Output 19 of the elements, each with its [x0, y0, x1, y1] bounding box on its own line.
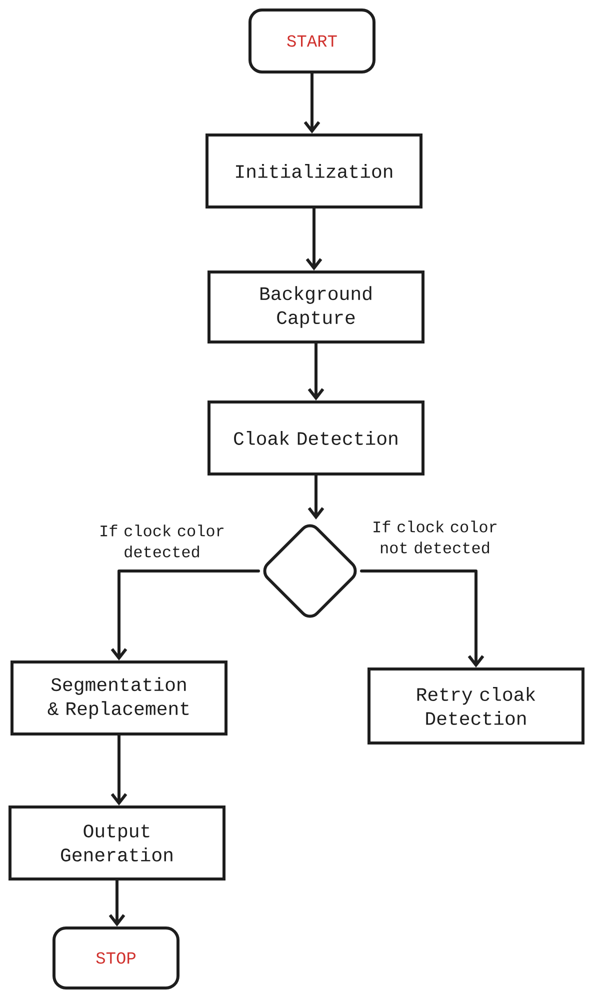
arrow: [306, 207, 322, 270]
process-box: Output Generation: [8, 806, 226, 880]
arrow: [110, 734, 128, 806]
terminal-box: STOP: [52, 926, 180, 990]
process-box: Background Capture: [208, 270, 424, 344]
arrow: [304, 72, 320, 134]
arrow: [308, 342, 324, 400]
process-box: Cloak Detection: [208, 400, 424, 476]
terminal-box: START: [248, 8, 376, 74]
process-box: Initialization: [206, 134, 422, 208]
arrow: [308, 474, 324, 520]
decision-diamond: [263, 524, 357, 618]
edge-label: If clock color not detected: [359, 520, 511, 554]
process-box: Retry cloak Detection: [368, 668, 584, 744]
edge-label: If clock color detected: [86, 524, 238, 558]
arrow: [108, 879, 126, 926]
arrow: [110, 570, 260, 660]
arrow: [360, 570, 484, 668]
process-box: Segmentation & Replacement: [10, 660, 228, 736]
